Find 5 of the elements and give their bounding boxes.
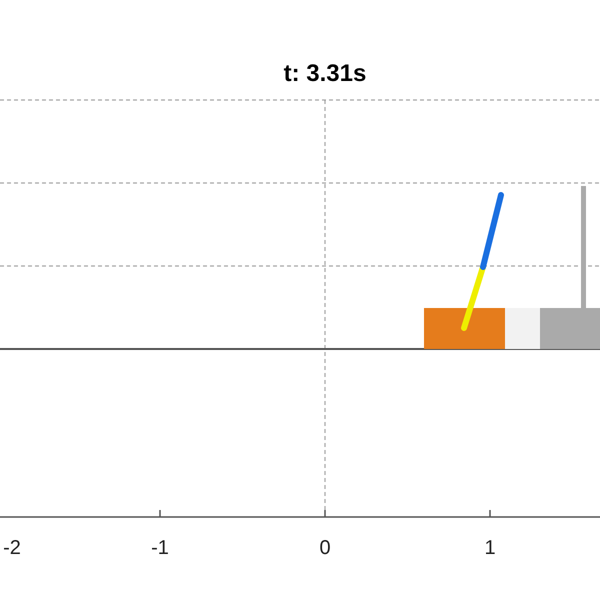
tick-label: -2 [3,537,21,560]
tick-label: -1 [151,537,169,560]
tick-label: 0 [319,537,331,560]
tick-label: 1 [484,537,496,560]
plot-title: t: 3.31s [284,60,366,88]
